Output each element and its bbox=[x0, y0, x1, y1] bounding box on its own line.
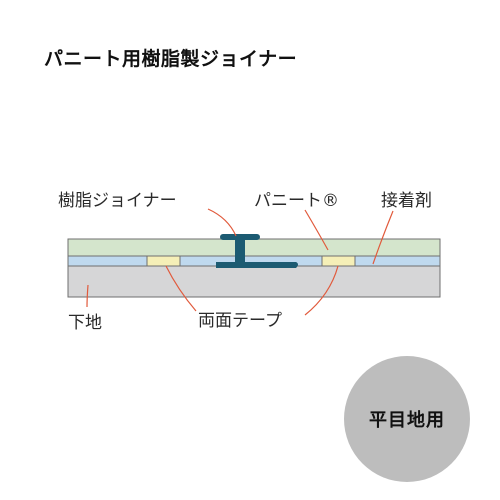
tape-left bbox=[146, 255, 181, 267]
flat-joint-badge: 平目地用 bbox=[344, 356, 470, 482]
tape-left-leader-line bbox=[165, 265, 197, 312]
substrate-leader-line bbox=[86, 284, 89, 308]
joiner-label: 樹脂ジョイナー bbox=[58, 191, 177, 211]
resin-joiner-shape bbox=[216, 234, 298, 268]
substrate-label: 下地 bbox=[68, 313, 102, 333]
panito-leader-line bbox=[304, 209, 329, 251]
panel-layer bbox=[67, 238, 441, 257]
tape-label: 両面テープ bbox=[198, 311, 282, 331]
joiner-leader-line bbox=[207, 208, 237, 237]
adhesive-leader-line bbox=[372, 210, 394, 265]
tape-right-leader-line bbox=[304, 265, 339, 316]
adhesive-label: 接着剤 bbox=[381, 191, 432, 211]
substrate-layer bbox=[67, 264, 441, 298]
panito-label: パニート® bbox=[254, 191, 339, 211]
page-title: パニート用樹脂製ジョイナー bbox=[44, 48, 298, 70]
tape-right bbox=[321, 255, 356, 267]
badge-label: 平目地用 bbox=[369, 410, 445, 431]
